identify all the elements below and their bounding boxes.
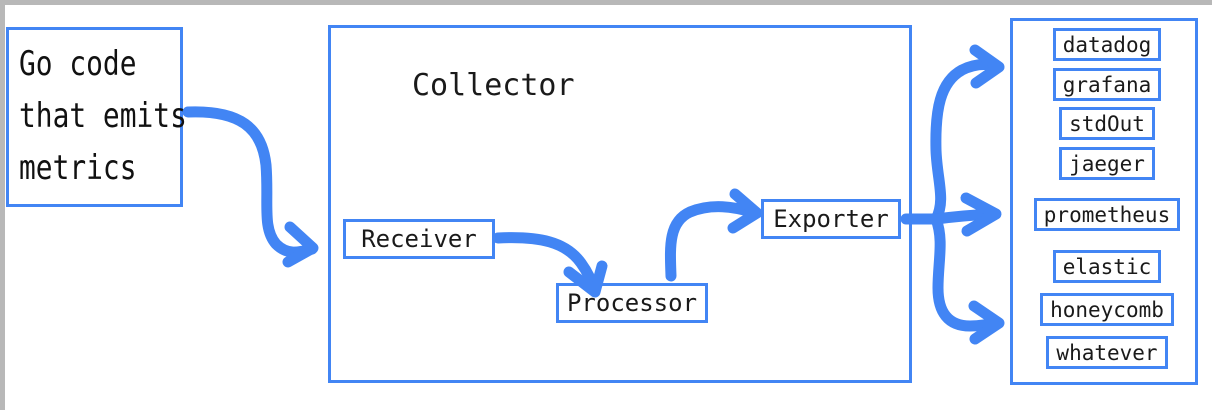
destination-row[interactable]: jaeger — [1013, 147, 1201, 180]
destination-elastic[interactable]: elastic — [1052, 250, 1162, 283]
source-code-label: Go code that emits metrics — [19, 38, 187, 194]
destination-grafana[interactable]: grafana — [1052, 68, 1162, 101]
destination-row[interactable]: datadog — [1013, 28, 1201, 61]
receiver-box[interactable]: Receiver — [343, 219, 495, 259]
destination-row[interactable]: honeycomb — [1013, 293, 1201, 326]
source-code-box: Go code that emits metrics — [6, 27, 187, 207]
destination-row[interactable]: whatever — [1013, 336, 1201, 369]
destination-row[interactable]: grafana — [1013, 68, 1201, 101]
destination-whatever[interactable]: whatever — [1046, 336, 1168, 369]
exporter-label: Exporter — [773, 205, 889, 233]
destination-row[interactable]: elastic — [1013, 250, 1201, 283]
destination-jaeger[interactable]: jaeger — [1059, 147, 1155, 180]
receiver-label: Receiver — [361, 225, 477, 253]
destination-prometheus[interactable]: prometheus — [1033, 198, 1181, 231]
destinations-container: datadog grafana stdOut jaeger prometheus… — [1010, 18, 1198, 385]
collector-title: Collector — [412, 68, 575, 103]
destination-stdout[interactable]: stdOut — [1059, 107, 1155, 140]
destination-honeycomb[interactable]: honeycomb — [1040, 293, 1174, 326]
exporter-box[interactable]: Exporter — [761, 199, 901, 239]
source-line-3: metrics — [19, 148, 137, 188]
window-edge-top — [0, 0, 1212, 5]
destination-row[interactable]: prometheus — [1013, 198, 1201, 231]
source-line-1: Go code — [19, 44, 137, 84]
processor-label: Processor — [566, 289, 698, 317]
destination-datadog[interactable]: datadog — [1052, 28, 1162, 61]
window-edge-left — [0, 0, 5, 410]
destination-row[interactable]: stdOut — [1013, 107, 1201, 140]
source-line-2: that emits — [19, 96, 187, 136]
processor-box[interactable]: Processor — [556, 283, 708, 323]
